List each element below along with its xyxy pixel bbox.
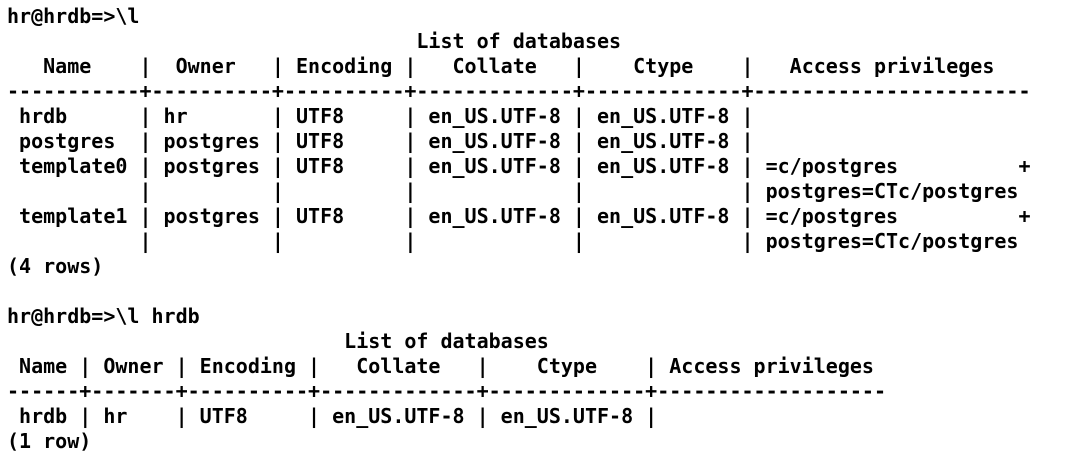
row-count-footer: (1 row) xyxy=(7,429,92,453)
table-header-row: Name | Owner | Encoding | Collate | Ctyp… xyxy=(7,54,1031,78)
table-row-template0: template0 | postgres | UTF8 | en_US.UTF-… xyxy=(7,154,1031,178)
psql-command: \l xyxy=(115,4,140,28)
table-row-postgres: postgres | postgres | UTF8 | en_US.UTF-8… xyxy=(7,129,766,153)
table-separator: -----------+----------+----------+------… xyxy=(7,79,1031,103)
table-separator: ------+-------+----------+-------------+… xyxy=(7,379,886,403)
table-header-row: Name | Owner | Encoding | Collate | Ctyp… xyxy=(7,354,886,378)
psql-list-all-databases-block: hr@hrdb=>\l List of databases Name | Own… xyxy=(7,4,1080,304)
prompt-line: hr@hrdb=>\l xyxy=(7,4,1080,29)
table-row-template1-continuation: | | | | | postgres=CTc/postgres xyxy=(7,229,1019,253)
table-title: List of databases xyxy=(7,329,549,353)
blank-line xyxy=(7,279,1080,304)
table-row-hrdb: hrdb | hr | UTF8 | en_US.UTF-8 | en_US.U… xyxy=(7,104,766,128)
table-row-hrdb: hrdb | hr | UTF8 | en_US.UTF-8 | en_US.U… xyxy=(7,404,670,428)
row-count-footer: (4 rows) xyxy=(7,254,104,278)
table-row-template0-continuation: | | | | | postgres=CTc/postgres xyxy=(7,179,1019,203)
psql-command: \l hrdb xyxy=(115,304,200,328)
prompt-line: hr@hrdb=>\l hrdb xyxy=(7,304,1080,329)
psql-list-hrdb-database-block: hr@hrdb=>\l hrdb List of databases Name … xyxy=(7,304,1080,454)
psql-prompt: hr@hrdb=> xyxy=(7,304,116,328)
table-title: List of databases xyxy=(7,29,622,53)
psql-prompt: hr@hrdb=> xyxy=(7,4,116,28)
table-row-template1: template1 | postgres | UTF8 | en_US.UTF-… xyxy=(7,204,1031,228)
